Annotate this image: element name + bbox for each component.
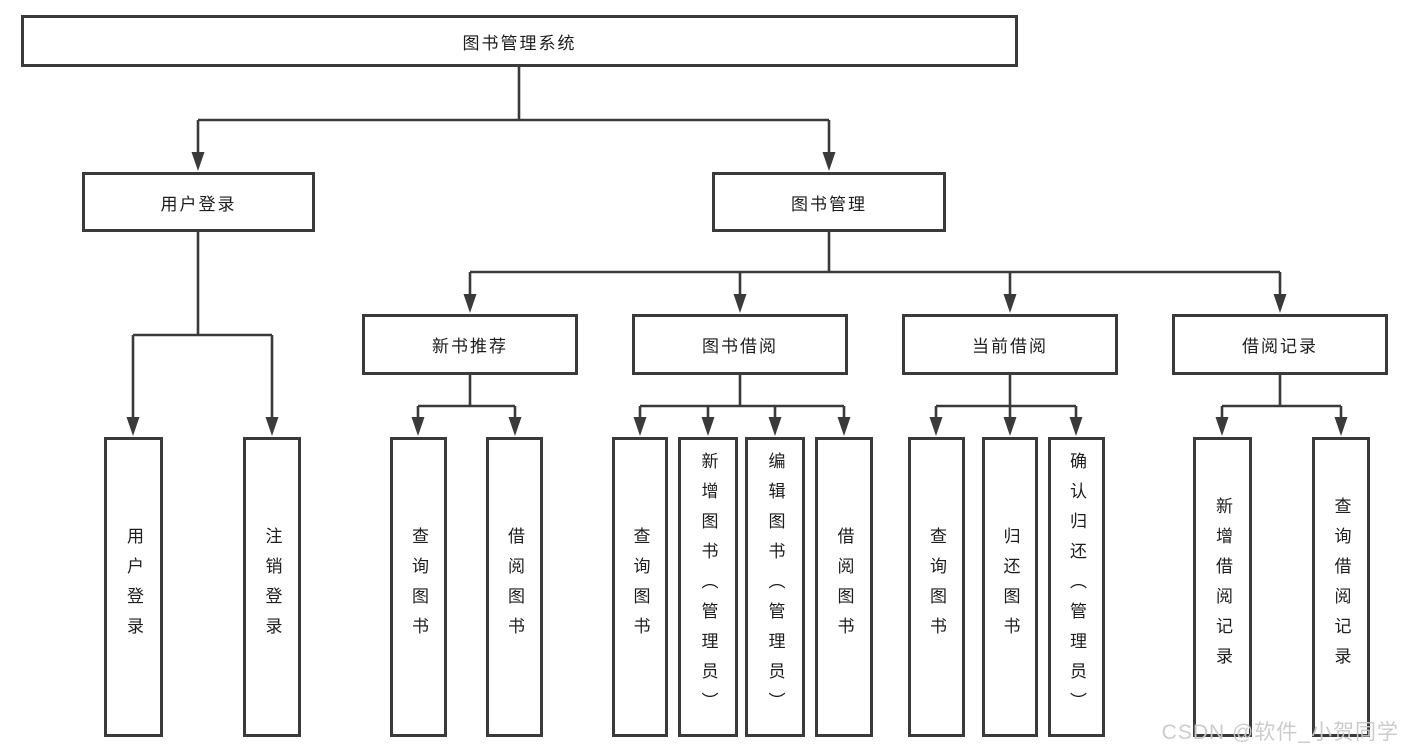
leaf-borrow-books: 借阅图书 bbox=[815, 437, 873, 737]
leaf-label: 查询图书 bbox=[927, 527, 946, 647]
node-label: 图书管理系统 bbox=[462, 33, 577, 53]
node-label: 图书借阅 bbox=[702, 337, 778, 356]
leaf-label: 注销登录 bbox=[262, 527, 282, 647]
node-label: 新书推荐 bbox=[432, 337, 508, 356]
node-user-login: 用户登录 bbox=[82, 172, 315, 232]
node-root-system: 图书管理系统 bbox=[21, 15, 1018, 67]
node-book-management: 图书管理 bbox=[712, 172, 946, 232]
arrowheads bbox=[126, 152, 1348, 436]
node-borrow-record: 借阅记录 bbox=[1172, 314, 1388, 375]
leaf-label: 查询图书 bbox=[630, 527, 650, 647]
leaf-query-books-recommend: 查询图书 bbox=[390, 437, 447, 737]
leaf-label: 归还图书 bbox=[1000, 527, 1020, 647]
leaf-label: 新增借阅记录 bbox=[1213, 497, 1232, 677]
leaf-return-books: 归还图书 bbox=[982, 437, 1038, 737]
leaf-borrow-books-recommend: 借阅图书 bbox=[486, 437, 543, 737]
csdn-watermark: CSDN @软件_小贺同学 bbox=[1161, 721, 1399, 744]
leaf-label: 确认归还（管理员） bbox=[1067, 452, 1086, 722]
leaf-query-borrow-record: 查询借阅记录 bbox=[1312, 437, 1370, 737]
node-label: 图书管理 bbox=[791, 194, 867, 214]
leaf-edit-books-admin: 编辑图书（管理员） bbox=[745, 437, 805, 737]
leaf-label: 借阅图书 bbox=[834, 527, 854, 647]
node-book-borrow: 图书借阅 bbox=[632, 314, 848, 375]
leaf-label: 用户登录 bbox=[124, 527, 143, 647]
leaf-label: 查询借阅记录 bbox=[1331, 497, 1351, 677]
leaf-user-login: 用户登录 bbox=[104, 437, 163, 737]
leaf-query-books-current: 查询图书 bbox=[908, 437, 965, 737]
node-current-borrow: 当前借阅 bbox=[902, 314, 1118, 375]
node-new-book-recommend: 新书推荐 bbox=[362, 314, 578, 375]
leaf-confirm-return-admin: 确认归还（管理员） bbox=[1048, 437, 1105, 737]
node-label: 用户登录 bbox=[160, 194, 237, 214]
leaf-query-books-borrow: 查询图书 bbox=[612, 437, 668, 737]
leaf-label: 借阅图书 bbox=[505, 527, 524, 647]
leaf-label: 编辑图书（管理员） bbox=[765, 452, 785, 722]
leaf-label: 查询图书 bbox=[409, 527, 428, 647]
node-label: 当前借阅 bbox=[972, 337, 1048, 356]
leaf-logout-login: 注销登录 bbox=[243, 437, 301, 737]
leaf-label: 新增图书（管理员） bbox=[698, 452, 718, 722]
leaf-add-borrow-record: 新增借阅记录 bbox=[1193, 437, 1252, 737]
node-label: 借阅记录 bbox=[1242, 337, 1318, 356]
leaf-add-books-admin: 新增图书（管理员） bbox=[678, 437, 738, 737]
